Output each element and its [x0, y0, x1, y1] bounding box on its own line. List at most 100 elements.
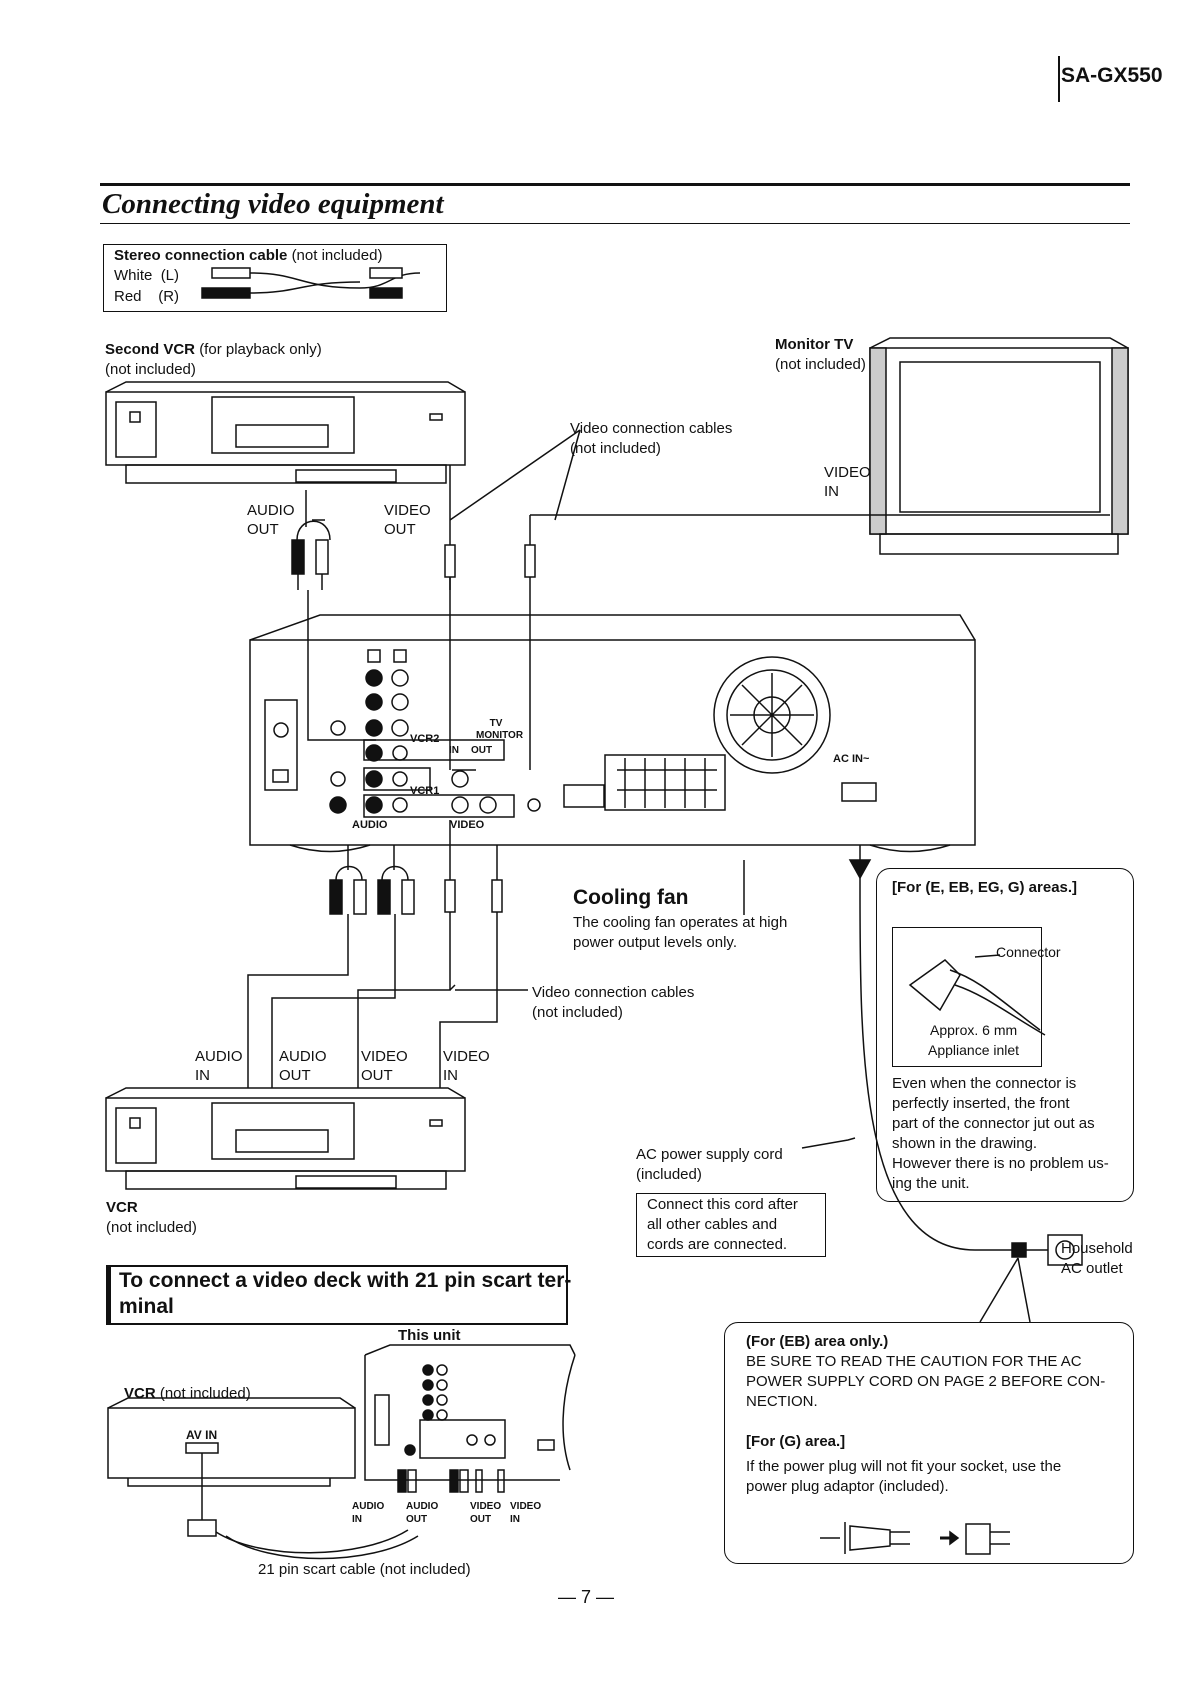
unit-rear-panel — [249, 614, 976, 860]
vcr2-label: VCR2 — [410, 733, 440, 745]
cooling-fan-text-2: power output levels only. — [573, 934, 737, 951]
header-divider — [1058, 56, 1060, 102]
scart-audio-out-2: OUT — [406, 1514, 428, 1525]
red-label: Red — [114, 288, 142, 305]
second-vcr-use: (for playback only) — [199, 341, 322, 358]
second-vcr-video-out-1: VIDEO — [384, 502, 431, 519]
vcr-audio-in-1: AUDIO — [195, 1048, 243, 1065]
areas-text-6: ing the unit. — [892, 1175, 970, 1192]
panel-out-label: OUT — [471, 745, 493, 756]
second-vcr-audio-out-2: OUT — [247, 521, 279, 538]
stereo-cable-note: (not included) — [291, 247, 383, 264]
scart-video-in-2: IN — [510, 1514, 520, 1525]
areas-text-5: However there is no problem us- — [892, 1155, 1109, 1172]
scart-diagram — [107, 1344, 576, 1560]
section-title: Connecting video equipment — [102, 188, 444, 220]
stereo-red-label: Red (R) — [114, 287, 179, 306]
scart-title-2: minal — [119, 1295, 174, 1318]
second-vcr-note: (not included) — [105, 361, 196, 378]
monitor-video-in-2: IN — [824, 483, 839, 500]
cooling-fan-title: Cooling fan — [573, 886, 689, 909]
scart-video-in: VIDEO IN — [510, 1500, 541, 1526]
scart-vcr-note: (not included) — [159, 1385, 251, 1402]
monitor-note: (not included) — [775, 356, 866, 373]
caution-eb-title: (For (EB) area only.) — [746, 1333, 889, 1350]
stereo-cable-icon — [201, 267, 421, 299]
page-number: — 7 — — [558, 1587, 615, 1607]
scart-video-out: VIDEO OUT — [470, 1500, 501, 1526]
second-vcr-drawing — [105, 381, 466, 484]
connect-note-3: cords are connected. — [647, 1236, 788, 1253]
scart-audio-in-2: IN — [352, 1514, 362, 1525]
connector-label: Connector — [996, 944, 1061, 960]
vcr-audio-in-2: IN — [195, 1067, 210, 1084]
bottom-video-cables-label-1: Video connection cables — [532, 984, 695, 1001]
vcr-drawing — [105, 1087, 466, 1190]
areas-title: [For (E, EB, EG, G) areas.] — [892, 879, 1078, 896]
vcr-video-in-1: VIDEO — [443, 1048, 490, 1065]
bottom-cables — [247, 820, 528, 1088]
scart-title-bar — [107, 1265, 111, 1323]
caution-g-text-2: power plug adaptor (included). — [746, 1478, 949, 1495]
outlet-label-1: Household — [1061, 1240, 1133, 1257]
vcr-video-out-2: OUT — [361, 1067, 393, 1084]
av-in-label: AV IN — [186, 1428, 218, 1442]
inlet-label: Appliance inlet — [928, 1042, 1020, 1058]
top-cables — [291, 429, 1110, 771]
ac-in-label: AC IN~ — [833, 753, 870, 765]
scart-audio-out-1: AUDIO — [406, 1501, 439, 1512]
scart-audio-in-1: AUDIO — [352, 1501, 385, 1512]
scart-title-1: To connect a video deck with 21 pin scar… — [119, 1269, 572, 1292]
plug-adaptor-illustration — [820, 1522, 1010, 1555]
areas-text-1: Even when the connector is — [892, 1075, 1077, 1092]
scart-video-out-1: VIDEO — [470, 1501, 502, 1512]
vcr1-label: VCR1 — [410, 785, 440, 797]
caution-eb-text-3: NECTION. — [746, 1393, 818, 1410]
connect-note-box — [636, 1193, 826, 1257]
top-video-cables-label-2: (not included) — [570, 440, 661, 457]
second-vcr-name: Second VCR — [105, 341, 196, 358]
vcr-video-in-2: IN — [443, 1067, 458, 1084]
monitor-video-in-1: VIDEO — [824, 464, 871, 481]
scart-audio-out: AUDIO OUT — [406, 1500, 438, 1526]
vcr-name: VCR — [106, 1199, 138, 1216]
caution-eb-text-1: BE SURE TO READ THE CAUTION FOR THE AC — [746, 1353, 1082, 1370]
stereo-cable-heading: Stereo connection cable (not included) — [114, 246, 382, 265]
areas-text-4: shown in the drawing. — [892, 1135, 1038, 1152]
scart-vcr-name: VCR — [124, 1385, 156, 1402]
panel-in-label: IN — [449, 745, 459, 756]
connector-frame — [892, 927, 1042, 1067]
scart-video-out-2: OUT — [470, 1514, 492, 1525]
approx-label: Approx. 6 mm — [930, 1022, 1018, 1038]
areas-text-3: part of the connector jut out as — [892, 1115, 1095, 1132]
white-label: White — [114, 267, 153, 284]
areas-info-box — [876, 868, 1134, 1202]
top-video-cables-label-1: Video connection cables — [570, 420, 733, 437]
ac-cord — [743, 859, 1083, 1323]
ac-cord-label-2: (included) — [636, 1166, 702, 1183]
connector-illustration — [908, 954, 1046, 1036]
scart-video-in-1: VIDEO — [510, 1501, 542, 1512]
video-panel-label: VIDEO — [450, 819, 485, 831]
second-vcr-video-out-2: OUT — [384, 521, 416, 538]
second-vcr-audio-out-1: AUDIO — [247, 502, 295, 519]
second-vcr-heading: Second VCR (for playback only) — [105, 340, 322, 359]
stereo-white-label: White (L) — [114, 266, 179, 285]
stereo-cable-title: Stereo connection cable — [114, 247, 288, 264]
monitor-tv-drawing — [869, 337, 1129, 555]
stereo-cable-box — [103, 244, 447, 312]
tv-label: TV — [489, 718, 503, 729]
monitor-name: Monitor TV — [775, 336, 854, 353]
red-side: (R) — [158, 288, 180, 305]
vcr-note: (not included) — [106, 1219, 197, 1236]
cooling-fan-text-1: The cooling fan operates at high — [573, 914, 788, 931]
connect-note-2: all other cables and — [647, 1216, 778, 1233]
title-rule-bottom — [100, 223, 1130, 224]
bottom-video-cables-label-2: (not included) — [532, 1004, 623, 1021]
vcr-audio-out-2: OUT — [279, 1067, 311, 1084]
title-rule-top — [100, 183, 1130, 186]
caution-box — [724, 1322, 1134, 1564]
monitor-label: MONITOR — [476, 730, 524, 741]
